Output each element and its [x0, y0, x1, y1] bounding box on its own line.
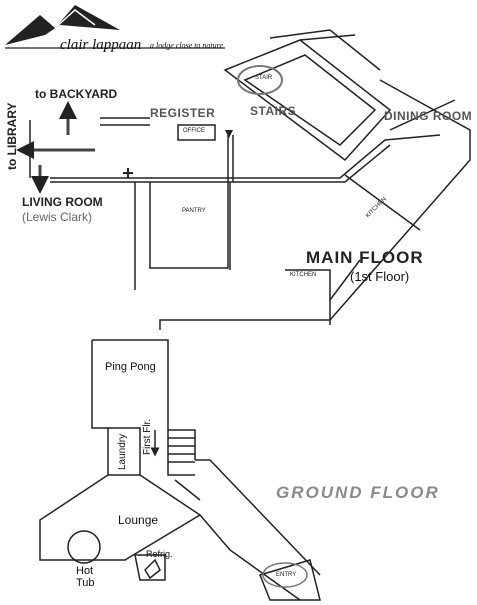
label-pantry: PANTRY [182, 208, 206, 214]
label-first-flr: First Flr. [142, 418, 153, 455]
label-stair-badge: STAIR [255, 75, 273, 81]
ground-floor-walls [39, 339, 321, 601]
label-living-room-sub: (Lewis Clark) [22, 210, 93, 224]
stair-circle-icon [237, 65, 283, 95]
entry-circle-icon [262, 562, 308, 588]
main-floor-walls [29, 29, 471, 330]
label-backyard: to BACKYARD [35, 87, 118, 101]
label-laundry: Laundry [117, 433, 128, 470]
label-register: REGISTER [150, 106, 216, 120]
main-floor-subtitle: (1st Floor) [350, 269, 410, 284]
label-dining-room: DINING ROOM [384, 109, 473, 123]
label-refrig: Refrig. [146, 549, 173, 559]
plus-marker-icon [123, 168, 133, 178]
ground-floor-title: GROUND FLOOR [276, 483, 440, 502]
label-lounge: Lounge [118, 513, 159, 527]
label-stairs: STAIRS [250, 104, 297, 118]
label-living-room: LIVING ROOM [22, 195, 103, 209]
mountain-logo-icon [5, 5, 225, 49]
label-ping-pong: Ping Pong [105, 361, 156, 373]
label-library: to LIBRARY [5, 102, 19, 170]
label-hot-tub-line2: Tub [76, 577, 95, 589]
office-triangle-icon [225, 130, 233, 138]
label-entry: ENTRY [276, 572, 297, 578]
hot-tub-icon [67, 530, 101, 564]
label-hot-tub-line1: Hot [76, 565, 94, 577]
logo-tagline: a lodge close to nature [150, 41, 224, 50]
label-kitchen: KITCHEN [290, 272, 317, 278]
direction-arrows [16, 101, 95, 194]
label-office: OFFICE [183, 128, 205, 134]
main-floor-title: MAIN FLOOR [306, 248, 424, 267]
logo-name: clair lappaan [60, 37, 142, 53]
